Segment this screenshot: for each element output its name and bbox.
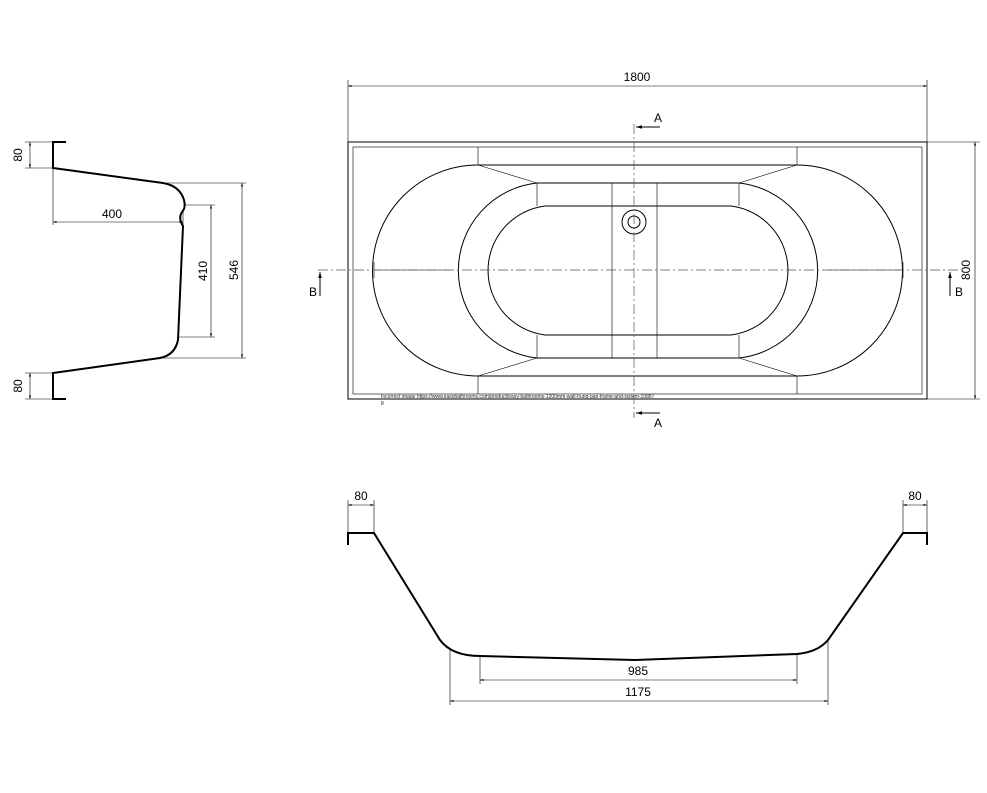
image-note: Incorrect image https://www.easybathroom… xyxy=(381,394,655,400)
section-a-top-label: A xyxy=(654,111,662,125)
inner-height-dimension: 410 xyxy=(196,261,210,281)
lip-top-dimension: 80 xyxy=(11,148,25,162)
bath-basin-oval xyxy=(457,182,819,359)
width-dimension: 800 xyxy=(959,260,973,280)
bath-rim-oval xyxy=(372,164,903,377)
long-section-view: 80 80 985 1175 xyxy=(347,489,928,705)
lip-bottom-dimension: 80 xyxy=(11,379,25,393)
lip-left-dimension: 80 xyxy=(354,489,368,503)
section-b-left-label: B xyxy=(309,285,317,299)
lip-right-dimension: 80 xyxy=(908,489,922,503)
base-outer-dimension: 1175 xyxy=(625,685,651,699)
image-note-sub: 8 xyxy=(381,401,384,407)
section-b-right-label: B xyxy=(955,285,963,299)
side-section-view: 80 80 400 410 546 xyxy=(11,141,246,400)
bath-floor-oval xyxy=(487,205,789,336)
base-inner-dimension: 985 xyxy=(628,664,648,678)
length-dimension: 1800 xyxy=(624,70,651,84)
depth-dimension: 400 xyxy=(102,207,122,221)
outer-height-dimension: 546 xyxy=(227,260,241,280)
section-a-bottom-label: A xyxy=(654,416,662,430)
plan-view: A A B B 1800 800 Incorrect image https:/… xyxy=(309,70,980,430)
